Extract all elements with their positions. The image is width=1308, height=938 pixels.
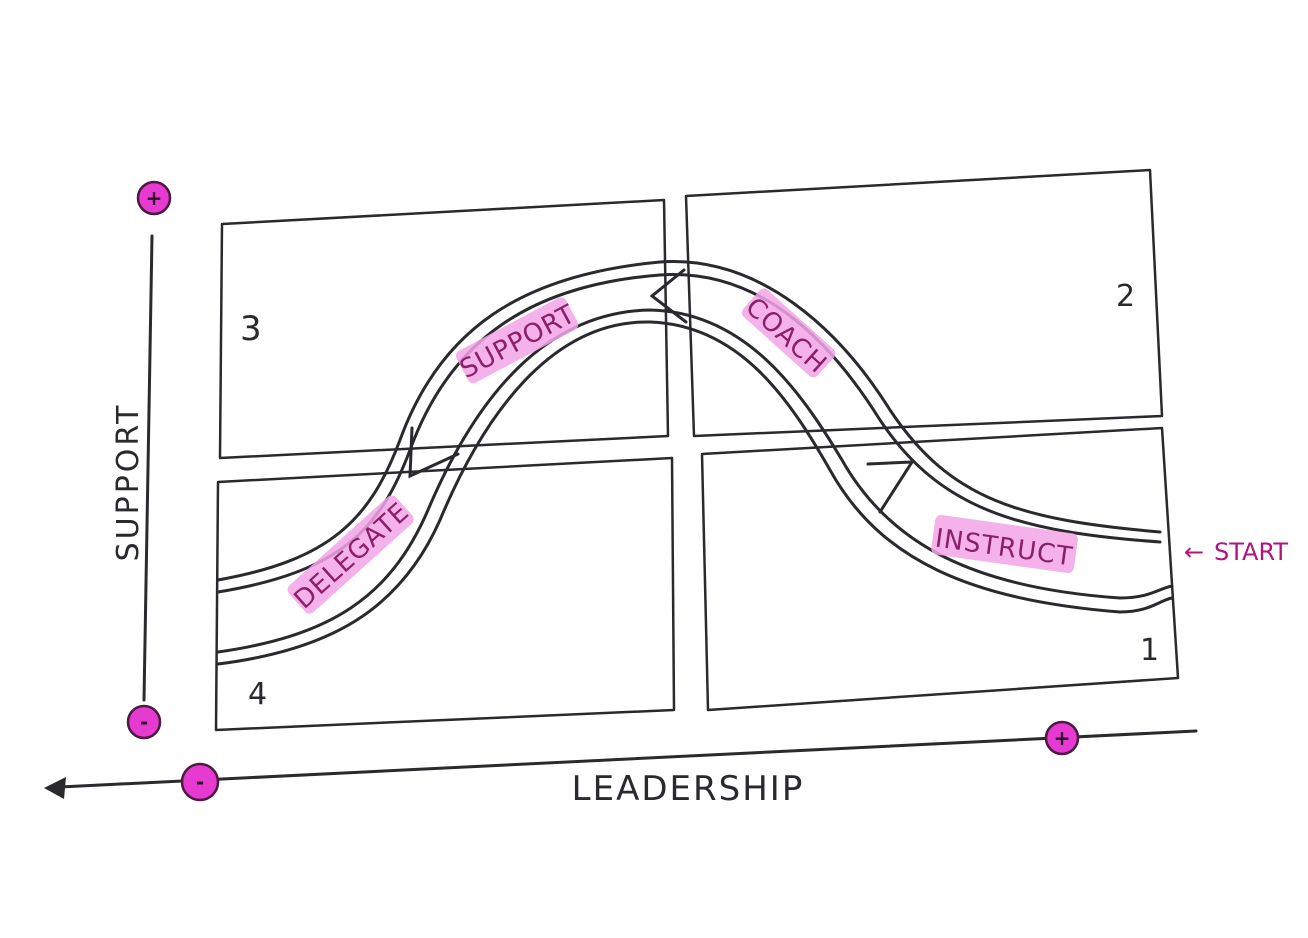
quadrant-number-2: 2: [1116, 279, 1135, 314]
quadrant-grid: [214, 168, 1180, 732]
road-inner-edge-2: [216, 308, 1174, 654]
quadrant-box-2: [684, 168, 1164, 438]
quadrant-box-3: [218, 198, 670, 460]
x-axis-line: [58, 729, 1198, 789]
svg-text:DELEGATE: DELEGATE: [289, 497, 416, 615]
y-axis-minus-marker: -: [126, 704, 162, 740]
road-inner-edge: [216, 320, 1174, 666]
road-divider-instruct: [866, 460, 915, 514]
road-outer-edge: [216, 260, 1162, 582]
quadrant-number-1: 1: [1140, 633, 1159, 668]
road-divider-coach: [649, 268, 688, 324]
svg-text:+: +: [146, 186, 163, 210]
start-marker: ← START: [1184, 538, 1288, 566]
svg-text:SUPPORT: SUPPORT: [455, 299, 581, 385]
y-axis-title: SUPPORT: [111, 403, 146, 562]
quadrant-box-4: [214, 456, 676, 732]
y-axis-line: [142, 234, 154, 702]
svg-text:-: -: [196, 770, 204, 794]
road-divider-delegate: [408, 426, 460, 479]
x-axis-arrowhead: [44, 777, 66, 799]
y-axis-plus-marker: +: [136, 180, 172, 216]
leadership-road: [216, 260, 1174, 666]
svg-text:+: +: [1054, 726, 1071, 750]
quadrant-number-3: 3: [240, 309, 262, 349]
x-axis-plus-marker: +: [1044, 720, 1080, 756]
start-arrow: ←: [1184, 538, 1204, 566]
start-label: START: [1214, 538, 1288, 566]
road-label-support: SUPPORT: [455, 297, 581, 385]
x-axis-title: LEADERSHIP: [572, 769, 805, 809]
svg-text:-: -: [140, 710, 148, 734]
road-label-instruct: INSTRUCT: [931, 514, 1078, 574]
quadrant-number-4: 4: [248, 677, 267, 712]
x-axis-minus-marker: -: [180, 762, 220, 802]
quadrant-box-1: [700, 426, 1180, 712]
